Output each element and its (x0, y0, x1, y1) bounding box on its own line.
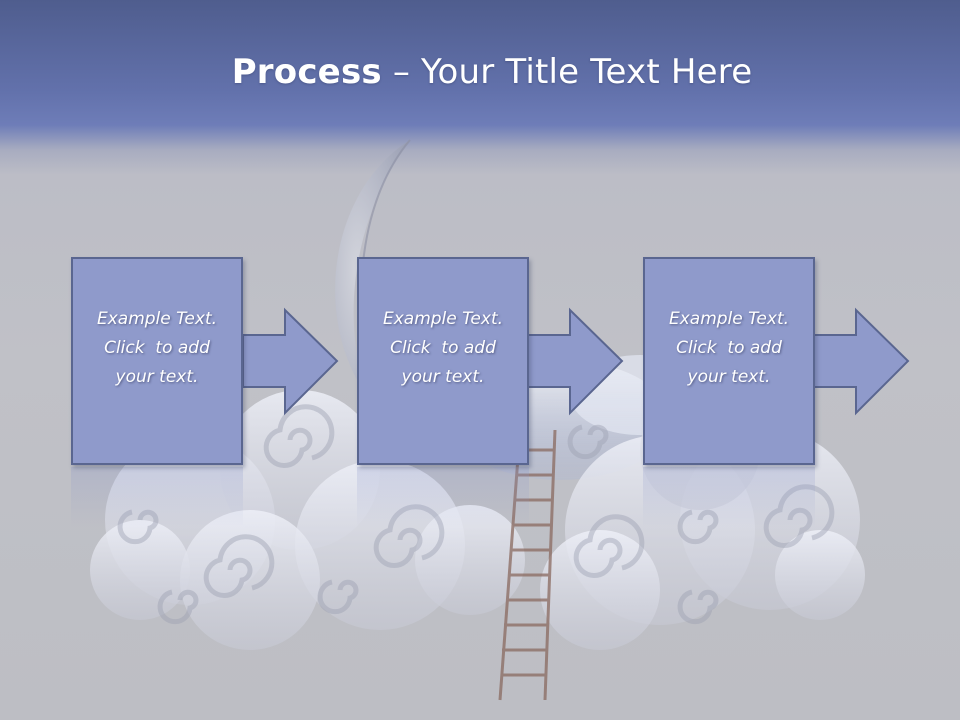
slide-title[interactable]: Process – Your Title Text Here (0, 52, 960, 92)
cloud-spirals (117, 404, 835, 625)
box-reflection (71, 467, 243, 527)
step-line: Example Text. (382, 308, 504, 329)
process-step-1[interactable]: Example Text. Click to add your text. (71, 257, 243, 465)
process-arrows (242, 307, 910, 416)
right-arrow-icon (242, 307, 339, 416)
process-step-2[interactable]: Example Text. Click to add your text. (357, 257, 529, 465)
step-line: Example Text. (96, 308, 218, 329)
ladder-illustration (498, 429, 557, 701)
step-text: Example Text. Click to add your text. (383, 305, 503, 392)
step-line: Click to add (104, 337, 210, 358)
box-reflection (357, 467, 529, 527)
step-line: your text. (401, 366, 485, 387)
process-step-3[interactable]: Example Text. Click to add your text. (643, 257, 815, 465)
step-line: Example Text. (668, 308, 790, 329)
step-text: Example Text. Click to add your text. (669, 305, 789, 392)
step-line: Click to add (390, 337, 496, 358)
step-line: your text. (687, 366, 771, 387)
step-text: Example Text. Click to add your text. (97, 305, 217, 392)
box-reflection (643, 467, 815, 527)
cloud-bank (90, 390, 865, 650)
step-line: your text. (115, 366, 199, 387)
step-line: Click to add (676, 337, 782, 358)
right-arrow-icon (527, 307, 624, 416)
right-arrow-icon (813, 307, 910, 416)
title-bold: Process (231, 52, 382, 92)
title-rest: – Your Title Text Here (381, 52, 753, 92)
